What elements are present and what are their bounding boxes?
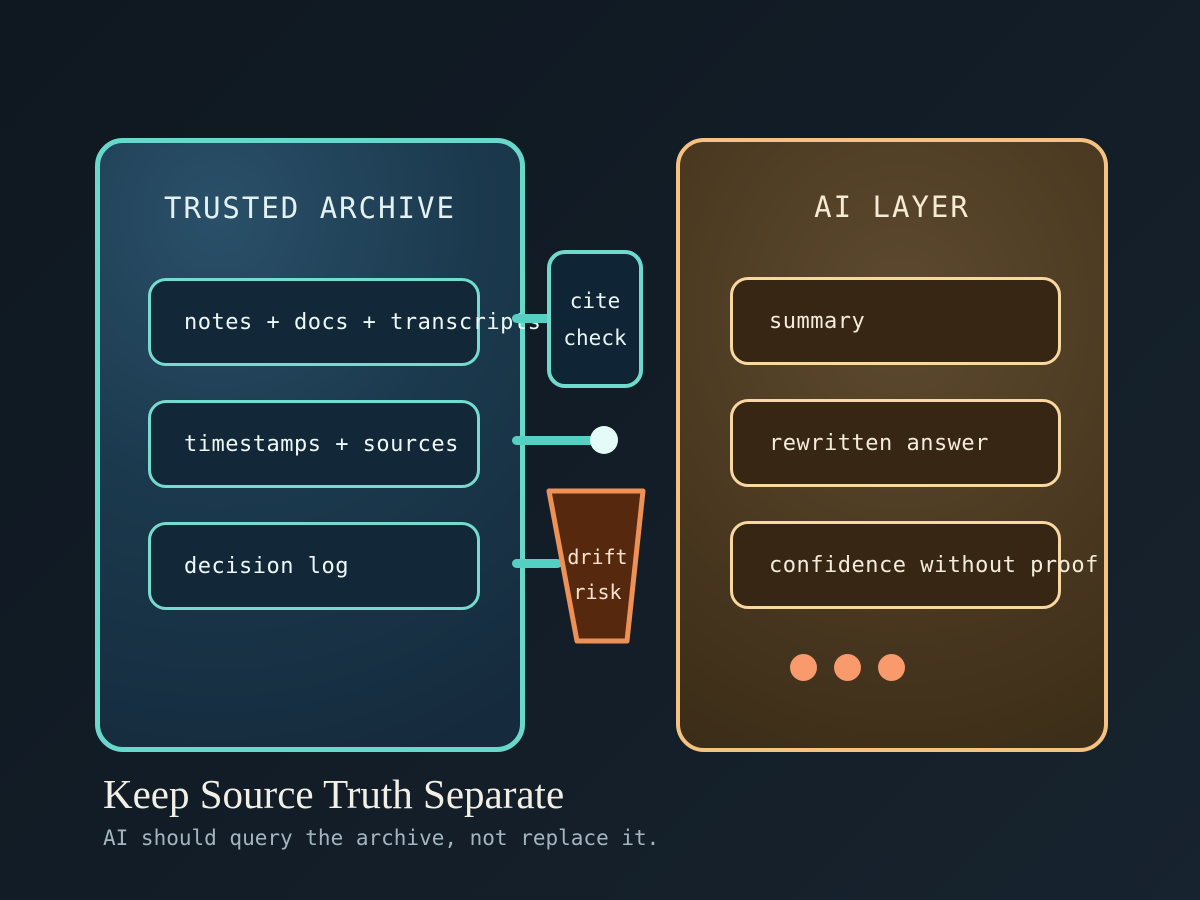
query-probe-endpoint-circle xyxy=(590,426,618,454)
cite-check-label-line1: cite xyxy=(569,288,621,313)
drift-risk-label: drift risk xyxy=(540,540,655,610)
cite-check-label-line2: check xyxy=(563,325,627,350)
page-subtitle: AI should query the archive, not replace… xyxy=(103,826,660,850)
drift-risk-funnel-shape xyxy=(546,488,646,644)
page-title: Keep Source Truth Separate xyxy=(103,771,565,817)
drift-risk-label-line1: drift xyxy=(567,545,628,569)
ai-item-rewritten-answer: rewritten answer xyxy=(730,399,1061,487)
ai-layer-panel: AI LAYER summary rewritten answer confid… xyxy=(676,138,1108,752)
ai-item-label: rewritten answer xyxy=(769,430,989,456)
trusted-archive-panel: TRUSTED ARCHIVE notes + docs + transcrip… xyxy=(95,138,541,752)
ai-item-confidence-without-proof: confidence without proof xyxy=(730,521,1098,609)
ai-item-label: summary xyxy=(769,308,866,334)
archive-item-notes-docs-transcripts: notes + docs + transcripts xyxy=(148,278,541,366)
ai-layer-title: AI LAYER xyxy=(814,190,970,224)
ellipsis-dot-3 xyxy=(878,654,905,681)
ai-item-summary: summary xyxy=(730,277,1061,365)
cite-check-connector-line xyxy=(512,314,554,323)
archive-item-label: timestamps + sources xyxy=(184,431,459,457)
archive-item-decision-log: decision log xyxy=(148,522,480,610)
ellipsis-dot-2 xyxy=(834,654,861,681)
drift-risk-connector-line xyxy=(512,559,562,568)
cite-check-node: cite check xyxy=(547,250,643,388)
drift-risk-label-line2: risk xyxy=(573,580,622,604)
ellipsis-dot-1 xyxy=(790,654,817,681)
ai-item-label: confidence without proof xyxy=(769,552,1099,578)
archive-item-label: notes + docs + transcripts xyxy=(184,309,542,335)
archive-item-label: decision log xyxy=(184,553,349,579)
query-probe-connector-line xyxy=(512,436,606,445)
trusted-archive-title: TRUSTED ARCHIVE xyxy=(164,191,456,225)
archive-item-timestamps-sources: timestamps + sources xyxy=(148,400,480,488)
